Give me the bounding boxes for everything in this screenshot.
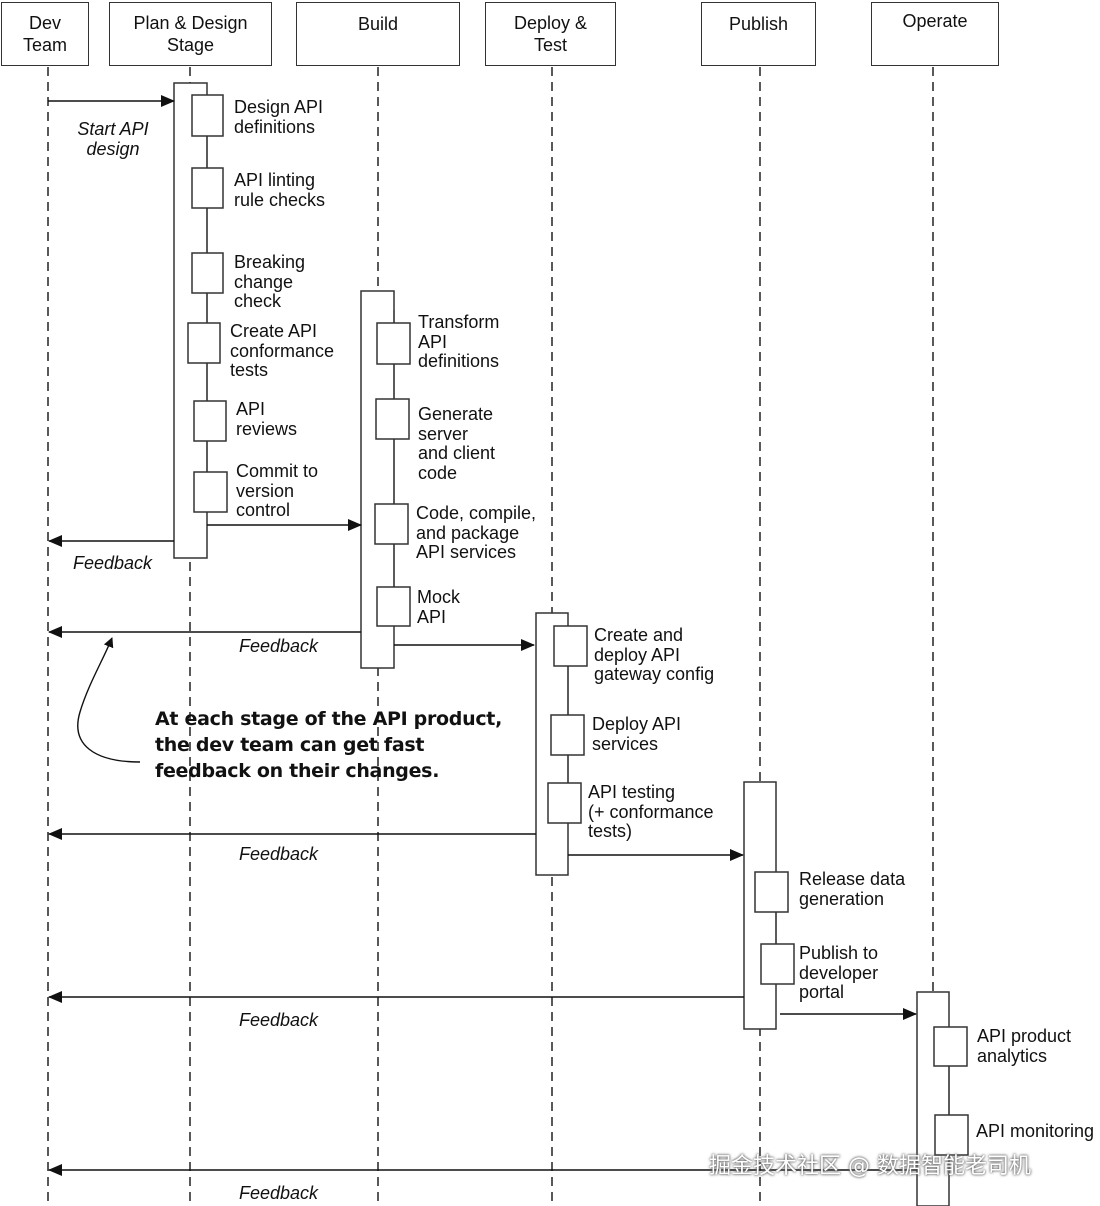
step-box-generate: [375, 398, 410, 440]
lane-header-publish: Publish: [701, 2, 816, 66]
step-box-code-compile: [374, 503, 409, 545]
callout-pointer: [77, 637, 141, 763]
step-label-linting: API linting rule checks: [234, 170, 326, 210]
step-box-gateway: [553, 625, 588, 667]
step-box-deploy-services: [550, 714, 585, 756]
feedback-label-deploy: Feedback: [239, 844, 319, 864]
step-label-transform: Transform API definitions: [418, 312, 500, 371]
step-label-design-api: Design API definitions: [234, 97, 324, 137]
step-box-monitoring: [934, 1114, 969, 1156]
step-label-monitoring: API monitoring: [976, 1121, 1095, 1141]
step-box-breaking-change: [191, 252, 224, 294]
step-label-generate: Generate server and client code: [418, 404, 496, 483]
lane-header-plan: Plan & Design Stage: [109, 2, 272, 66]
step-label-deploy-services: Deploy API services: [592, 714, 682, 754]
step-label-reviews: API reviews: [236, 399, 298, 439]
step-box-linting: [191, 167, 224, 209]
watermark-text: 掘金技术社区 @ 数据智能老司机: [709, 1154, 1031, 1179]
step-label-conformance: Create API conformance tests: [230, 321, 335, 380]
step-label-release-data: Release data generation: [799, 869, 906, 909]
step-label-api-testing: API testing (+ conformance tests): [588, 782, 714, 841]
step-label-analytics: API product analytics: [977, 1026, 1072, 1066]
step-label-commit: Commit to version control: [236, 461, 319, 520]
step-box-design-api: [191, 94, 224, 137]
step-box-analytics: [933, 1026, 968, 1067]
lane-header-operate: Operate: [871, 2, 999, 66]
lane-header-deploy: Deploy & Test: [485, 2, 616, 66]
lane-header-dev: Dev Team: [1, 2, 89, 66]
step-label-publish-portal: Publish to developer portal: [799, 943, 879, 1002]
step-label-mock: Mock API: [417, 587, 461, 627]
step-box-conformance: [187, 322, 221, 364]
start-label: Start API design: [77, 119, 149, 159]
step-box-publish-portal: [760, 943, 795, 985]
feedback-label-publish: Feedback: [239, 1010, 319, 1030]
step-box-commit: [193, 471, 228, 513]
feedback-label-build: Feedback: [239, 636, 319, 656]
feedback-label-operate: Feedback: [239, 1183, 319, 1203]
step-box-reviews: [193, 400, 227, 442]
step-box-release-data: [754, 871, 789, 913]
step-box-transform: [376, 322, 411, 365]
step-box-api-testing: [547, 782, 582, 824]
step-label-gateway: Create and deploy API gateway config: [594, 625, 715, 684]
callout-text: At each stage of the API product, the de…: [155, 708, 502, 782]
lane-header-build: Build: [296, 2, 460, 66]
step-label-breaking-change: Breaking change check: [234, 252, 306, 311]
step-box-mock: [376, 586, 411, 627]
feedback-label-plan: Feedback: [73, 553, 153, 573]
step-label-code-compile: Code, compile, and package API services: [416, 503, 537, 562]
